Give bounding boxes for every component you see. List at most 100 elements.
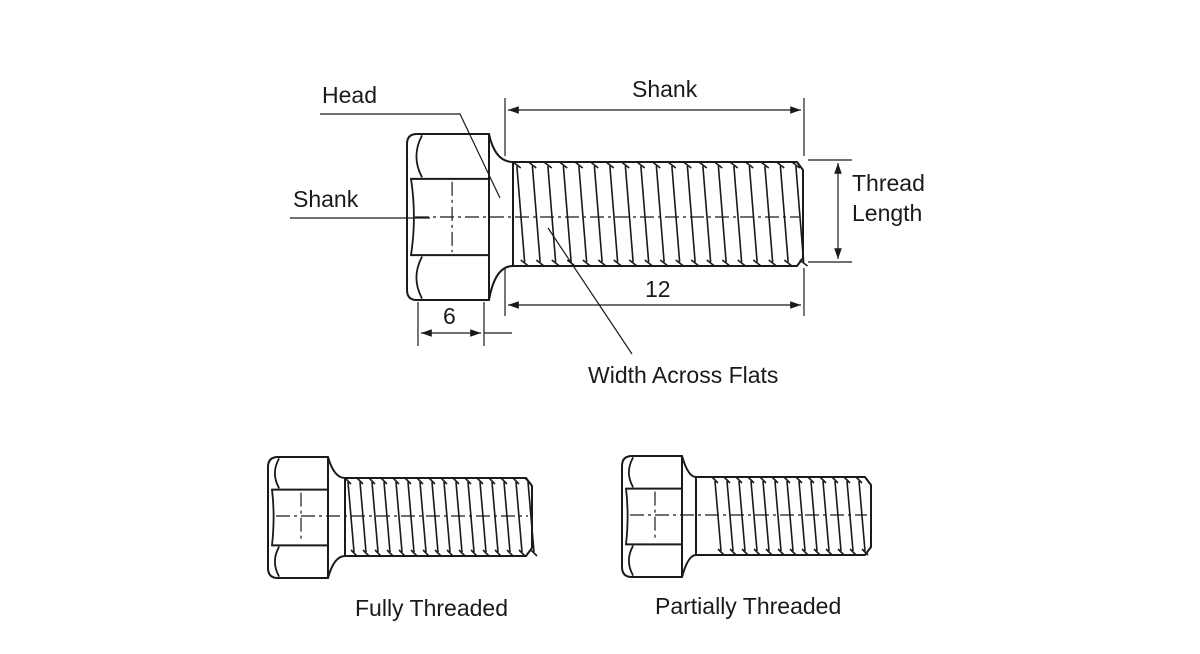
- thread-crest: [683, 161, 692, 169]
- thread-crest: [791, 161, 801, 169]
- thread-line: [726, 480, 734, 552]
- thread-crest: [807, 476, 815, 484]
- thread-crest: [714, 161, 723, 169]
- thread-crest: [861, 548, 869, 556]
- thread-line: [516, 165, 526, 263]
- thread-line: [798, 480, 806, 552]
- thread-crest: [362, 549, 370, 557]
- head-label: Head: [322, 82, 377, 108]
- head-width-value-label: 6: [443, 303, 456, 329]
- thread-crest: [783, 259, 793, 267]
- thread-crest: [392, 477, 400, 485]
- thread-crest: [428, 477, 436, 485]
- thread-line: [834, 480, 842, 552]
- thread-length-label-line1: Thread: [852, 170, 925, 196]
- bolt-head-outline: [621, 455, 683, 578]
- thread-crest: [825, 548, 833, 556]
- thread-crest: [543, 161, 553, 169]
- thread-crest: [636, 161, 646, 169]
- thread-crest: [667, 161, 677, 169]
- bolt-head-chamfer: [628, 545, 634, 576]
- fully-threaded-bolt-drawing: [267, 456, 538, 579]
- length-value-label: 12: [645, 276, 671, 302]
- bolt-head-outline: [267, 456, 329, 579]
- thread-line: [733, 165, 743, 263]
- thread-line: [503, 481, 511, 553]
- thread-line: [764, 165, 774, 263]
- thread-crest: [597, 259, 607, 267]
- thread-crest: [551, 259, 560, 267]
- thread-crest: [690, 259, 700, 267]
- thread-line: [527, 481, 535, 553]
- thread-line: [419, 481, 427, 553]
- bolt-shank-body: [695, 476, 872, 556]
- thread-line: [562, 165, 572, 263]
- thread-line: [359, 481, 367, 553]
- thread-crest: [813, 548, 821, 556]
- thread-line: [431, 481, 439, 553]
- thread-length-label-line2: Length: [852, 200, 922, 226]
- thread-line: [640, 165, 650, 263]
- thread-crest: [819, 476, 827, 484]
- thread-crest: [368, 477, 376, 485]
- thread-crest: [520, 259, 529, 267]
- thread-line: [515, 481, 523, 553]
- bolt-head-chamfer: [625, 487, 629, 546]
- thread-line: [407, 481, 415, 553]
- thread-crest: [735, 476, 743, 484]
- thread-crest: [416, 477, 424, 485]
- thread-crest: [789, 548, 797, 556]
- thread-crest: [512, 161, 522, 169]
- thread-crest: [799, 259, 808, 267]
- thread-line: [491, 481, 499, 553]
- thread-crest: [753, 548, 761, 556]
- thread-crest: [771, 476, 779, 484]
- thread-line: [795, 165, 805, 263]
- thread-crest: [706, 259, 715, 267]
- fully-threaded-label: Fully Threaded: [355, 595, 508, 621]
- thread-crest: [605, 161, 615, 169]
- thread-crest: [759, 476, 767, 484]
- thread-crest: [500, 477, 508, 485]
- thread-line: [846, 480, 854, 552]
- thread-line: [810, 480, 818, 552]
- thread-crest: [613, 259, 622, 267]
- thread-crest: [741, 548, 749, 556]
- thread-line: [467, 481, 475, 553]
- dimension-lines: [290, 98, 852, 355]
- thread-crest: [458, 549, 466, 557]
- bolt-head-chamfer: [415, 135, 423, 178]
- thread-crest: [422, 549, 430, 557]
- head-leader-line: [320, 113, 501, 199]
- thread-line: [655, 165, 665, 263]
- thread-crest: [476, 477, 484, 485]
- bolt-neck: [327, 456, 346, 579]
- thread-crest: [470, 549, 478, 557]
- bolt-head-chamfer: [415, 256, 423, 299]
- thread-crest: [410, 549, 418, 557]
- thread-line: [547, 165, 557, 263]
- thread-crest: [711, 476, 719, 484]
- thread-crest: [356, 477, 364, 485]
- partially-threaded-label: Partially Threaded: [655, 593, 841, 619]
- thread-line: [395, 481, 403, 553]
- thread-crest: [524, 477, 532, 485]
- bolt-neck: [681, 455, 697, 578]
- thread-crest: [855, 476, 863, 484]
- thread-crest: [344, 477, 352, 485]
- thread-line: [738, 480, 746, 552]
- bolt-head-chamfer: [628, 457, 634, 488]
- thread-crest: [404, 477, 412, 485]
- thread-crest: [590, 161, 599, 169]
- thread-line: [371, 481, 379, 553]
- thread-line: [593, 165, 603, 263]
- thread-crest: [783, 476, 791, 484]
- thread-crest: [765, 548, 773, 556]
- thread-crest: [535, 259, 545, 267]
- thread-crest: [777, 548, 785, 556]
- thread-line: [443, 481, 451, 553]
- thread-crest: [752, 259, 762, 267]
- thread-crest: [717, 548, 725, 556]
- thread-crest: [745, 161, 754, 169]
- width-across-flats-label: Width Across Flats: [588, 362, 778, 388]
